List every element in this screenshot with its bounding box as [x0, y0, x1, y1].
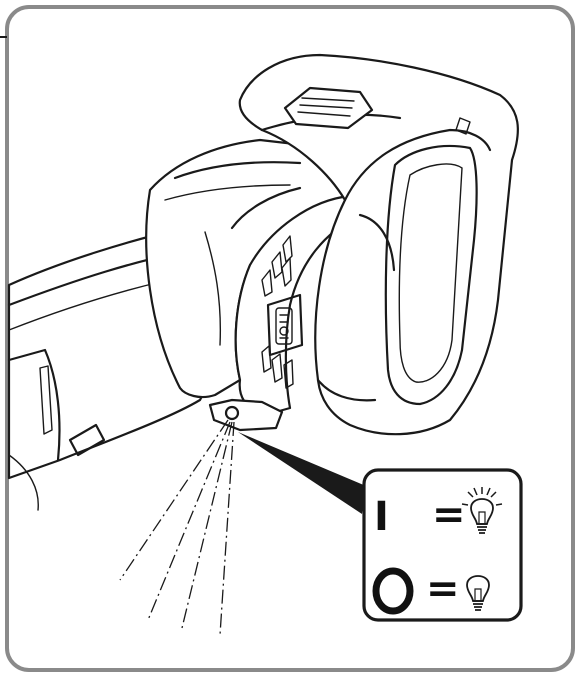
tool-housing: [145, 138, 362, 432]
battery-pack: [238, 53, 519, 436]
legend-row-off: O =: [372, 566, 490, 615]
lit-bulb-icon: [461, 487, 503, 534]
off-equals: =: [426, 566, 460, 612]
off-symbol-ring: [372, 567, 414, 615]
callout-pointer: [238, 432, 366, 514]
light-legend: I = O =: [362, 468, 523, 622]
light-beam: [119, 419, 235, 636]
on-symbol: I: [374, 494, 389, 540]
off-symbol: O: [374, 569, 408, 615]
unlit-bulb-icon: [466, 575, 490, 611]
on-equals: =: [432, 492, 466, 538]
legend-row-on: I =: [374, 487, 503, 540]
frame-border: [5, 5, 575, 672]
